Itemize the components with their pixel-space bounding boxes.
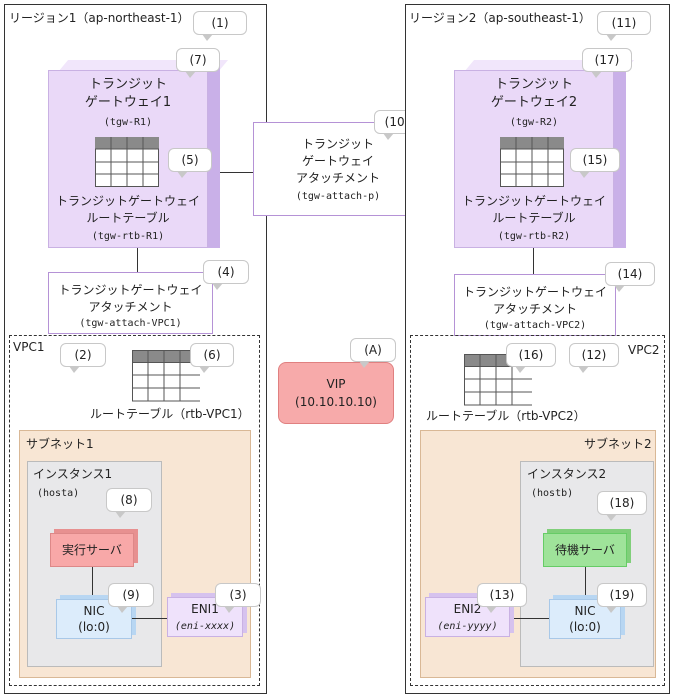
connector-eni2-nic2 <box>510 618 549 619</box>
rtb-2-title-1: トランジットゲートウェイ <box>461 194 606 208</box>
callout-2: (2) <box>60 343 106 373</box>
att-1-id: (tgw-attach-VPC1) <box>79 318 182 329</box>
callout-12: (12) <box>569 343 619 373</box>
callout-16: (16) <box>506 343 556 373</box>
vpc-2 <box>410 335 665 686</box>
tgw-1-title-2: ゲートウェイ1 <box>84 95 172 110</box>
callout-9: (9) <box>108 583 154 613</box>
callout-8: (8) <box>106 488 152 518</box>
att-2-title-1: トランジットゲートウェイ <box>462 285 607 299</box>
region-2-label: リージョン2（ap-southeast-1） <box>409 11 591 25</box>
connector-server1-nic1 <box>92 567 93 599</box>
region-1-label: リージョン1（ap-northeast-1） <box>9 11 190 25</box>
tgw-attachment-vpc1[interactable] <box>48 272 213 334</box>
vpc-1-route-table-label: ルートテーブル（rtb-VPC1） <box>90 407 250 421</box>
nic-1-label: NIC <box>83 604 105 618</box>
callout-18: (18) <box>597 491 647 521</box>
subnet-1-label: サブネット1 <box>26 437 94 451</box>
nic-1-dev: (lo:0) <box>78 620 110 634</box>
tgw-2-title-1: トランジット <box>494 77 573 92</box>
tgw-2-title-2: ゲートウェイ2 <box>490 95 578 110</box>
callout-5: (5) <box>168 148 212 178</box>
callout-7: (7) <box>176 48 220 78</box>
connector-tgw2-att2 <box>533 248 534 274</box>
connector-tgw1-att1 <box>137 248 138 272</box>
table-grid-icon <box>95 137 159 187</box>
peer-title-2: ゲートウェイ <box>301 154 374 168</box>
callout-17: (17) <box>582 48 632 78</box>
instance-1-host: (hosta) <box>37 488 80 499</box>
eni-1-label: ENI1 <box>191 602 219 616</box>
callout-19: (19) <box>597 583 647 613</box>
rtb-1-title-2: ルートテーブル <box>86 211 170 225</box>
vpc-1-route-table-icon <box>132 350 200 402</box>
tgw-1-id: (tgw-R1) <box>103 117 153 128</box>
connector-server2-nic2 <box>585 567 586 599</box>
standby-server-label: 待機サーバ <box>555 543 615 557</box>
tgw-2-id: (tgw-R2) <box>509 117 559 128</box>
tgw-route-table-2-icon <box>500 137 564 187</box>
rtb-2-id: (tgw-rtb-R2) <box>497 231 571 242</box>
nic-1[interactable] <box>56 599 132 639</box>
att-1-title-2: アタッチメント <box>88 300 173 314</box>
active-server-label: 実行サーバ <box>62 543 122 557</box>
tgw-1-side <box>208 60 220 248</box>
att-2-id: (tgw-attach-VPC2) <box>483 320 587 331</box>
rtb-1-id: (tgw-rtb-R1) <box>91 231 165 242</box>
tgw-attachment-vpc2[interactable] <box>454 274 616 336</box>
table-grid-icon <box>500 137 564 187</box>
rtb-1-title-1: トランジットゲートウェイ <box>55 194 200 208</box>
vpc-1-label: VPC1 <box>13 340 45 354</box>
att-1-title-1: トランジットゲートウェイ <box>58 283 203 297</box>
vip[interactable] <box>278 362 394 424</box>
vpc-2-route-table-label: ルートテーブル（rtb-VPC2） <box>426 409 586 423</box>
eni-2-id: (eni-yyyy) <box>437 621 498 632</box>
callout-4: (4) <box>203 260 249 290</box>
tgw-peering-attachment[interactable] <box>253 122 423 216</box>
subnet-2-label: サブネット2 <box>584 437 652 451</box>
vip-addr: (10.10.10.10) <box>295 395 377 409</box>
eni-1-id: (eni-xxxx) <box>174 621 236 632</box>
callout-14: (14) <box>605 262 655 292</box>
vpc-2-label: VPC2 <box>628 343 660 357</box>
tgw-2-side <box>614 60 626 248</box>
peer-title-1: トランジット <box>301 137 374 151</box>
att-2-title-2: アタッチメント <box>492 302 577 316</box>
callout-a: (A) <box>350 338 396 368</box>
tgw-1-title-1: トランジット <box>88 77 167 92</box>
eni-2-label: ENI2 <box>453 602 482 616</box>
vip-label: VIP <box>326 377 346 391</box>
standby-server[interactable] <box>543 533 627 567</box>
nic-2-label: NIC <box>574 604 596 618</box>
callout-3: (3) <box>215 583 261 613</box>
callout-11: (11) <box>597 11 651 41</box>
callout-15: (15) <box>570 148 620 178</box>
vpc-1 <box>9 335 260 686</box>
rtb-2-title-2: ルートテーブル <box>492 211 576 225</box>
callout-6: (6) <box>190 343 234 373</box>
instance-1-label: インスタンス1 <box>33 467 113 481</box>
connector-tgw1-peer <box>220 172 253 173</box>
callout-13: (13) <box>477 583 527 613</box>
instance-2-host: (hostb) <box>531 488 574 499</box>
peer-title-3: アタッチメント <box>295 171 380 185</box>
peer-id: (tgw-attach-p) <box>295 191 381 202</box>
tgw-route-table-1-icon <box>95 137 159 187</box>
nic-2-dev: (lo:0) <box>569 620 601 634</box>
instance-2-label: インスタンス2 <box>527 467 607 481</box>
callout-1: (1) <box>193 11 247 41</box>
active-server[interactable] <box>50 533 134 567</box>
connector-nic1-eni1 <box>132 618 167 619</box>
